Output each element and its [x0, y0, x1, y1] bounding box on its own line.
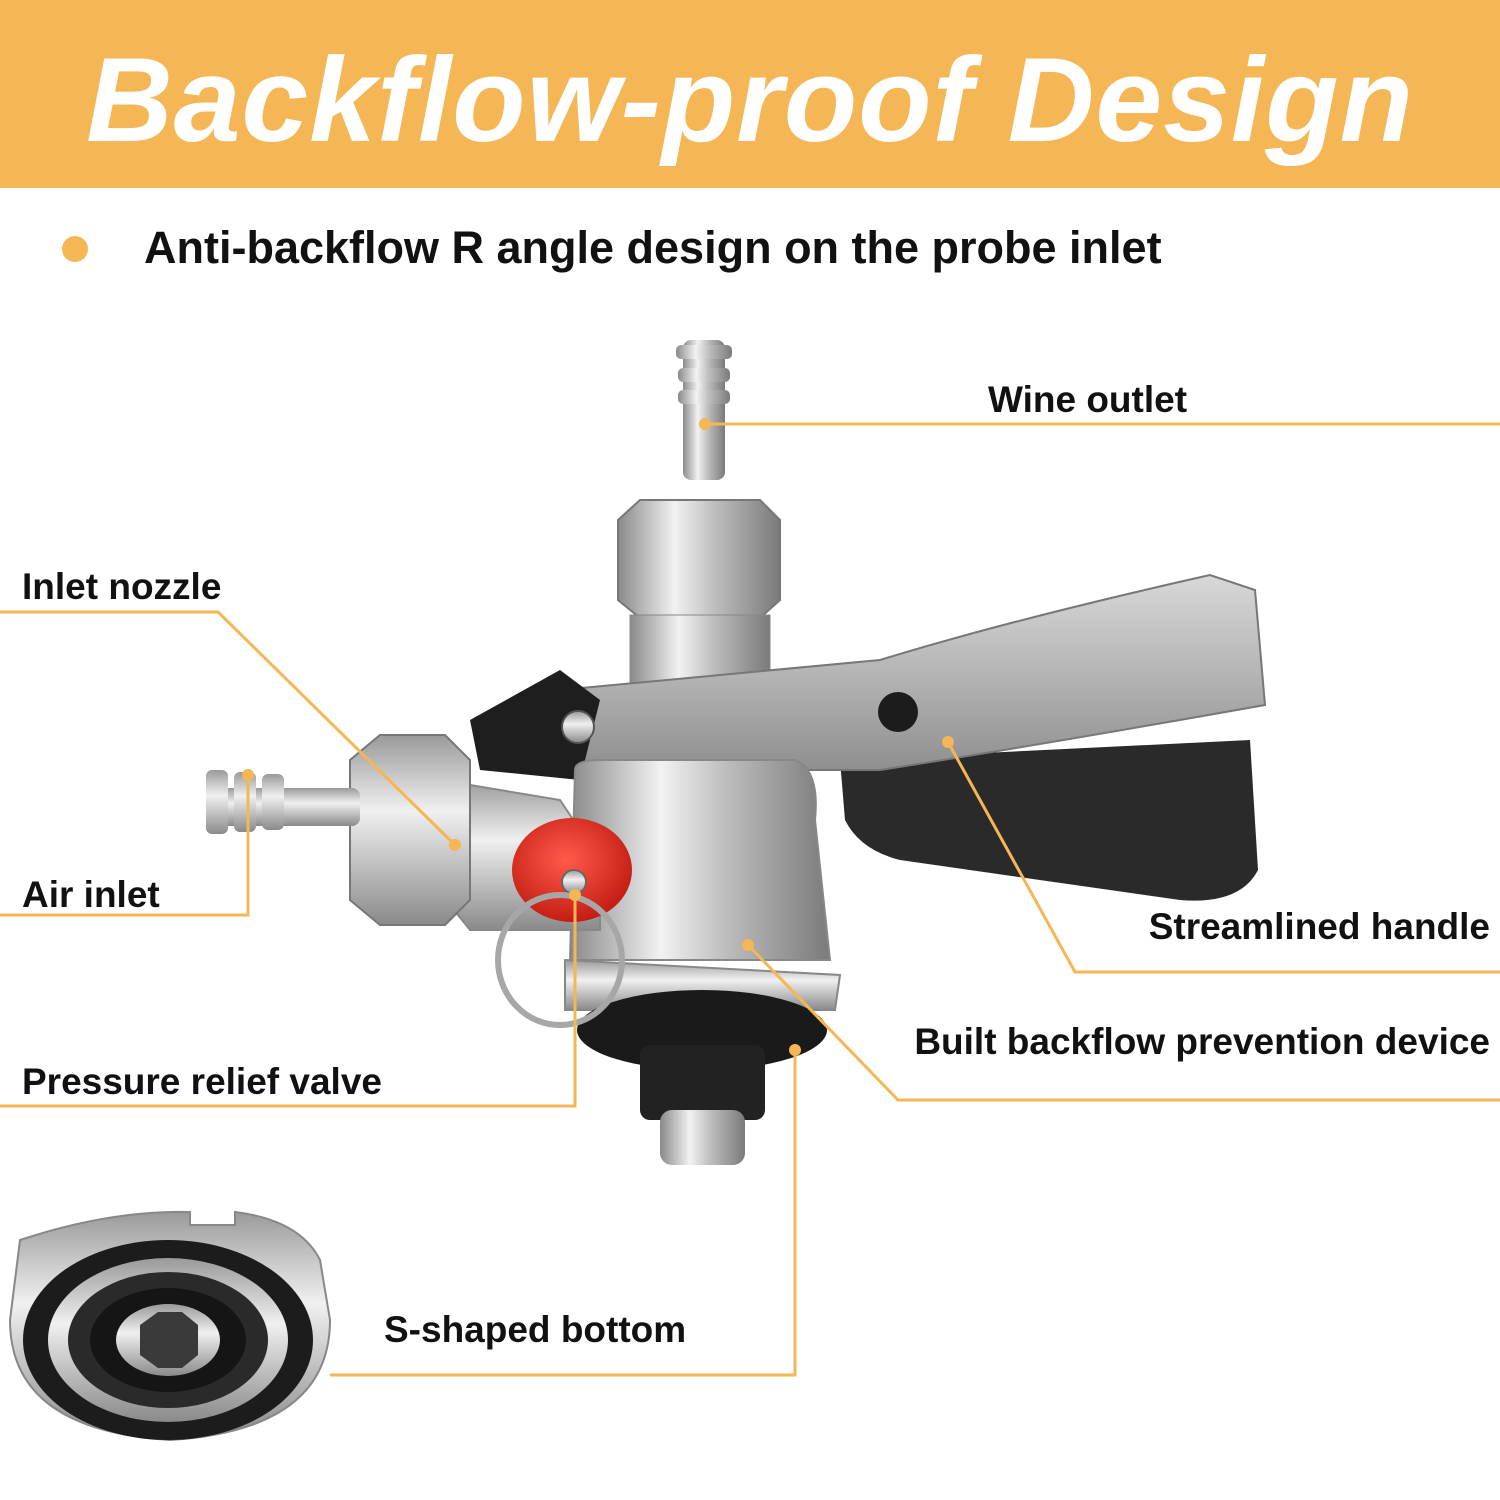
keg-coupler-illustration — [206, 340, 1267, 1165]
banner-title: Backflow-proof Design — [86, 33, 1414, 167]
leader-dots — [242, 418, 954, 1056]
callout-streamlined-handle: Streamlined handle — [1148, 906, 1490, 947]
leader-lines — [0, 422, 1500, 1377]
callout-inlet-nozzle: Inlet nozzle — [22, 566, 222, 607]
callout-s-shaped-bottom: S-shaped bottom — [384, 1309, 687, 1350]
callout-built-backflow-prevention-device: Built backflow prevention device — [914, 1021, 1490, 1062]
subtitle: Anti-backflow R angle design on the prob… — [144, 222, 1162, 273]
header-banner: Backflow-proof Design — [0, 0, 1500, 188]
callout-pressure-relief-valve: Pressure relief valve — [22, 1061, 382, 1102]
bullet-dot-icon — [62, 236, 88, 262]
s-shaped-bottom-illustration — [8, 1210, 332, 1442]
callout-wine-outlet: Wine outlet — [988, 379, 1188, 420]
callout-air-inlet: Air inlet — [22, 874, 160, 915]
